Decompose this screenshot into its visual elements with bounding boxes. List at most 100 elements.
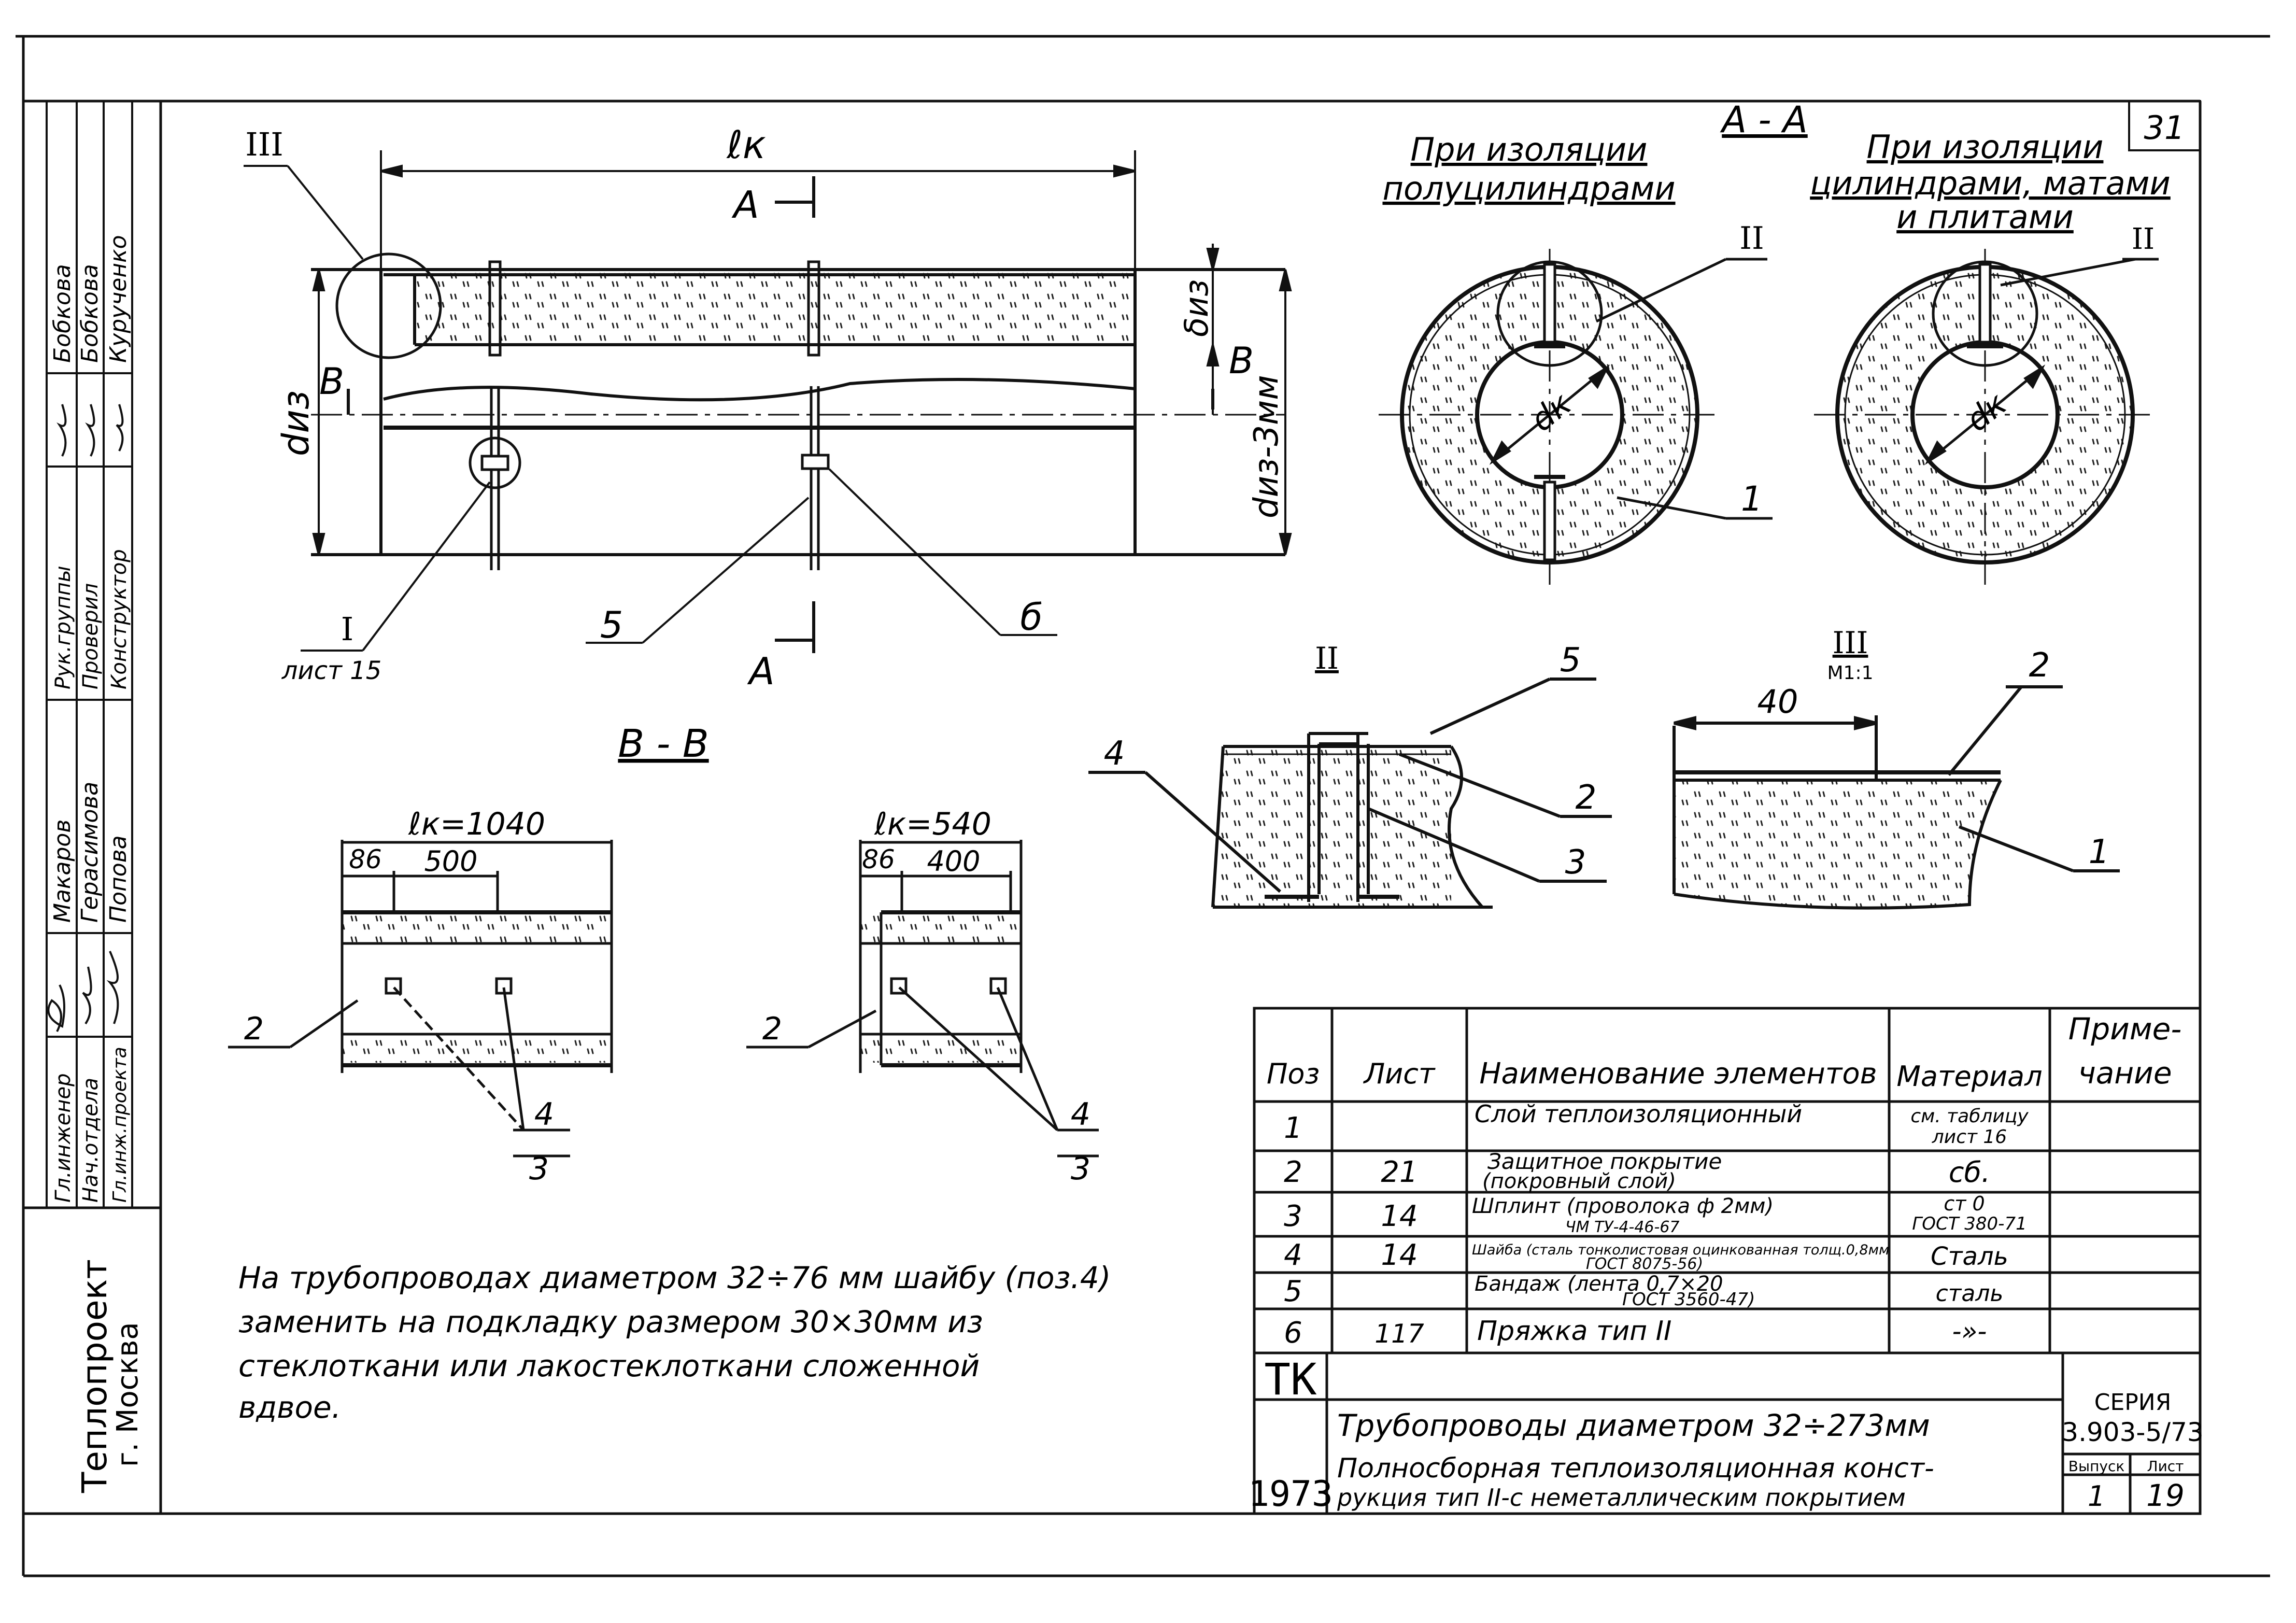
detail-iii: III М1:1 40 2 1 xyxy=(1673,625,2120,910)
side-name-4: Бобкова xyxy=(49,264,76,363)
row-6-name: Пряжка тип II xyxy=(1477,1316,1671,1347)
note-line-1: На трубопроводах диаметром 32÷76 мм шайб… xyxy=(238,1260,1111,1295)
row-1-material: см. таблицу xyxy=(1910,1106,2029,1127)
detail-iii-scale: М1:1 xyxy=(1827,662,1874,684)
stamp-issue: 1 xyxy=(2088,1480,2105,1513)
row-2-name: Защитное покрытие xyxy=(1487,1149,1722,1174)
row-4-name-2: ГОСТ 8075-56) xyxy=(1586,1255,1703,1273)
bb-right-d1: 86 xyxy=(862,844,895,874)
detail-ii-2: 2 xyxy=(1576,779,1597,817)
row-4-name: Шайба (сталь тонколистовая оцинкованная … xyxy=(1472,1242,1889,1258)
spec-table: Поз Лист Наименование элементов Материал… xyxy=(1253,1007,2202,1515)
side-title-block: Гл.инженер Нач.отдела Гл.инж.проекта Мак… xyxy=(46,101,145,1493)
callout-5: 5 xyxy=(600,604,623,646)
row-3-name: Шплинт (проволока ф 2мм) xyxy=(1472,1194,1774,1218)
bb-right-pos2: 2 xyxy=(762,1011,782,1047)
detail-ii-title: II xyxy=(1315,641,1339,676)
row-1-name: Слой теплоизоляционный xyxy=(1475,1100,1802,1128)
header-sheet: Лист xyxy=(1363,1057,1436,1090)
side-name-3: Попова xyxy=(105,835,132,923)
callout-I-sheet: лист 15 xyxy=(281,656,382,685)
detail-ii-5: 5 xyxy=(1560,641,1581,680)
header-pos: Поз xyxy=(1267,1057,1320,1090)
dim-biz: δиз xyxy=(1178,279,1215,337)
row-3-pos: 3 xyxy=(1284,1199,1302,1233)
stamp-series-label: СЕРИЯ xyxy=(2094,1389,2172,1416)
organization-name: Теплопроект xyxy=(75,1259,115,1493)
organization-city: г. Москва xyxy=(111,1322,145,1467)
stamp-tk: ТК xyxy=(1264,1354,1317,1405)
detail-iii-1: 1 xyxy=(2089,833,2110,871)
side-name-2: Герасимова xyxy=(77,782,103,923)
title-stamp: ТК 1973 Трубопроводы диаметром 32÷273мм … xyxy=(1248,1353,2204,1515)
row-1-pos: 1 xyxy=(1284,1111,1302,1145)
stamp-sheet: 19 xyxy=(2146,1478,2185,1513)
row-2-name-2: (покровный слой) xyxy=(1482,1169,1676,1193)
bb-right-pos3: 3 xyxy=(1071,1151,1090,1187)
row-6-material: -»- xyxy=(1952,1316,1987,1346)
bb-right-lk: ℓк=540 xyxy=(874,806,991,842)
section-aa-left-caption-1: При изоляции xyxy=(1411,131,1648,168)
side-role-3: Гл.инж.проекта xyxy=(109,1047,131,1203)
section-a-top: А xyxy=(731,183,759,227)
note-line-2: заменить на подкладку размером 30×30мм и… xyxy=(238,1304,983,1339)
row-5-name-2: ГОСТ 3560-47) xyxy=(1622,1289,1755,1310)
side-name-1: Макаров xyxy=(49,820,76,923)
sheet-frame xyxy=(16,35,2270,1577)
row-5-material: сталь xyxy=(1936,1280,2004,1307)
detail-iii-2: 2 xyxy=(2029,646,2050,685)
stamp-title-2: Полносборная теплоизоляционная конст- xyxy=(1337,1453,1934,1484)
stamp-sheet-label: Лист xyxy=(2147,1458,2184,1475)
header-note-2: чание xyxy=(2078,1055,2172,1091)
row-3-sheet: 14 xyxy=(1381,1199,1418,1233)
bb-left-pos4: 4 xyxy=(534,1096,554,1133)
side-name-6: Курученко xyxy=(105,235,132,363)
dim-diz: dиз xyxy=(275,390,317,456)
callout-1-aa: 1 xyxy=(1741,479,1763,519)
section-aa-right-caption-2: цилиндрами, матами xyxy=(1810,164,2171,202)
header-name: Наименование элементов xyxy=(1479,1057,1877,1091)
note-block: На трубопроводах диаметром 32÷76 мм шайб… xyxy=(238,1260,1111,1425)
stamp-title-3: рукция тип II-с неметаллическим покрытие… xyxy=(1337,1484,1906,1512)
bb-right-pos4: 4 xyxy=(1071,1096,1090,1133)
detail-ii: II 5 4 2 3 xyxy=(1088,641,1612,909)
detail-iii-title: III xyxy=(1833,625,1868,660)
row-3-material-2: ГОСТ 380-71 xyxy=(1912,1213,2026,1234)
note-line-4: вдвое. xyxy=(238,1390,341,1425)
callout-III: III xyxy=(245,125,283,163)
section-aa-right-caption-3: и плитами xyxy=(1896,198,2074,236)
section-aa-left-caption-2: полуцилиндрами xyxy=(1382,170,1675,207)
detail-ii-4: 4 xyxy=(1104,735,1125,773)
callout-I: I xyxy=(341,610,354,648)
row-2-pos: 2 xyxy=(1284,1155,1302,1189)
section-aa-right-caption-1: При изоляции xyxy=(1867,128,2104,166)
section-aa-title: А - А xyxy=(1720,98,1808,141)
stamp-series: 3.903-5/73 xyxy=(2062,1417,2203,1447)
callout-II-left: II xyxy=(1739,220,1764,257)
bb-left-d2: 500 xyxy=(424,845,477,878)
side-role-4: Рук.группы xyxy=(51,566,75,689)
row-1-material-2: лист 16 xyxy=(1932,1126,2007,1148)
sheet-number-box: 31 xyxy=(2128,100,2201,151)
row-3-name-2: ЧМ ТУ-4-46-67 xyxy=(1565,1218,1680,1236)
bb-left-lk: ℓк=1040 xyxy=(408,806,545,842)
row-6-sheet: 117 xyxy=(1374,1319,1424,1349)
main-pipe-view: ℓк xyxy=(244,123,1292,693)
dim-diz-minus: dиз-3мм xyxy=(1248,375,1286,518)
section-b-right: В xyxy=(1229,340,1254,382)
row-3-material: ст 0 xyxy=(1944,1192,1985,1215)
bb-left-pos2: 2 xyxy=(244,1011,264,1047)
row-2-sheet: 21 xyxy=(1381,1155,1418,1189)
stamp-issue-label: Выпуск xyxy=(2068,1458,2125,1475)
signatures xyxy=(47,404,124,1032)
section-aa: А - А При изоляции полуцилиндрами При из… xyxy=(1379,98,2171,586)
row-4-pos: 4 xyxy=(1284,1238,1302,1272)
section-a-bottom: А xyxy=(747,650,774,693)
callout-II-right: II xyxy=(2132,222,2155,256)
sheet-number: 31 xyxy=(2144,109,2185,147)
header-material: Материал xyxy=(1896,1060,2042,1093)
callout-6: б xyxy=(1020,596,1042,639)
row-2-material: сб. xyxy=(1949,1156,1990,1189)
stamp-title-1: Трубопроводы диаметром 32÷273мм xyxy=(1337,1408,1930,1443)
stamp-year: 1973 xyxy=(1248,1474,1333,1515)
